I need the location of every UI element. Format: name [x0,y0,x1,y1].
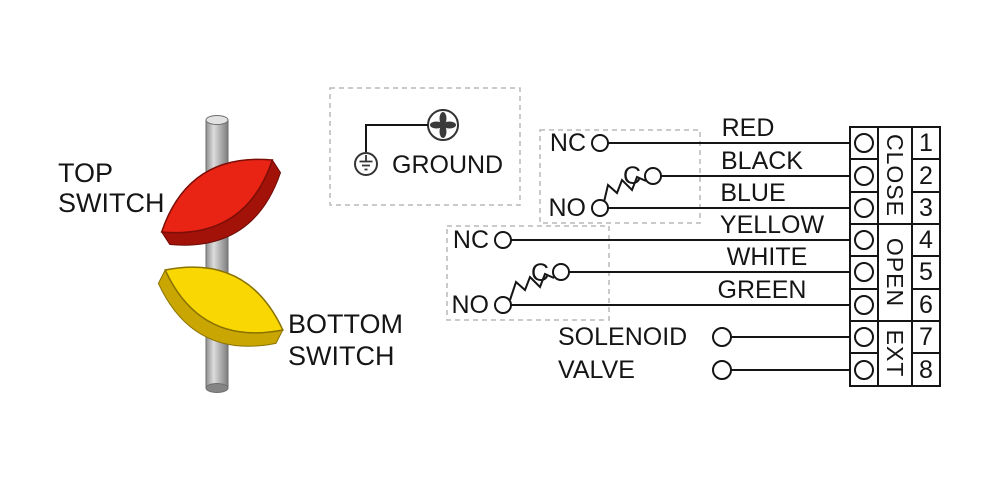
wire-label-black: BLACK [721,147,803,175]
terminal-number-3: 3 [919,194,933,222]
terminal-block: CLOSE OPEN EXT 1 2 3 4 5 6 7 8 [849,126,941,387]
terminal-group-close-label: CLOSE [882,134,908,217]
terminal-number-4: 4 [919,226,933,254]
top-switch-nc-terminal [591,134,609,152]
bottom-switch-label-line2: SWITCH [288,341,394,371]
top-switch-label-line2: SWITCH [58,188,164,218]
top-switch-cam-face [160,158,274,234]
terminal-hole-8 [854,360,874,380]
top-switch-spring [603,175,647,203]
top-switch-common-label: C [623,162,641,190]
solenoid-label: SOLENOID [558,323,687,351]
bottom-switch-label-line1: BOTTOM [288,309,403,339]
terminal-group-ext-label: EXT [882,330,908,378]
bottom-switch-common-label: C [531,259,549,287]
bottom-switch-cam-face [164,266,284,334]
terminal-number-6: 6 [919,291,933,319]
wire-label-blue: BLUE [720,179,785,207]
terminal-number-7: 7 [919,323,933,351]
bottom-switch-cam [157,266,284,347]
bottom-switch-nc-terminal [494,231,512,249]
wire-label-red: RED [722,114,775,142]
top-switch-cam [160,158,282,246]
solenoid-terminal [712,327,732,347]
terminal-hole-1 [854,133,874,153]
valve-label: VALVE [558,356,635,384]
ground-section-box [329,87,521,206]
terminal-number-2: 2 [919,162,933,190]
bottom-switch-no-terminal [494,296,512,314]
terminal-hole-2 [854,166,874,186]
terminal-hole-6 [854,295,874,315]
terminal-hole-3 [854,198,874,218]
terminal-number-1: 1 [919,129,933,157]
wire-label-white: WHITE [727,243,808,271]
wire-label-yellow: YELLOW [720,211,825,239]
switch-shaft [205,115,229,393]
terminal-number-5: 5 [919,258,933,286]
top-switch-circuit-box [539,129,701,224]
wire-label-green: GREEN [718,276,807,304]
top-switch-nc-label: NC [550,129,586,157]
bottom-switch-spring [509,272,555,301]
bottom-switch-no-label: NO [452,291,490,319]
top-switch-no-label: NO [549,194,587,222]
terminal-hole-5 [854,262,874,282]
bottom-switch-nc-label: NC [453,226,489,254]
terminal-number-8: 8 [919,356,933,384]
top-switch-common-terminal [644,167,662,185]
terminal-hole-4 [854,230,874,250]
valve-terminal [712,360,732,380]
ground-label: GROUND [392,151,503,179]
top-switch-no-terminal [591,199,609,217]
indicator-cross-icon [427,109,459,141]
top-switch-label-line1: TOP [58,158,113,188]
bottom-switch-common-terminal [552,263,570,281]
terminal-group-open-label: OPEN [882,238,908,307]
terminal-hole-7 [854,327,874,347]
ground-wire [365,124,428,152]
ground-symbol-icon [354,152,378,176]
